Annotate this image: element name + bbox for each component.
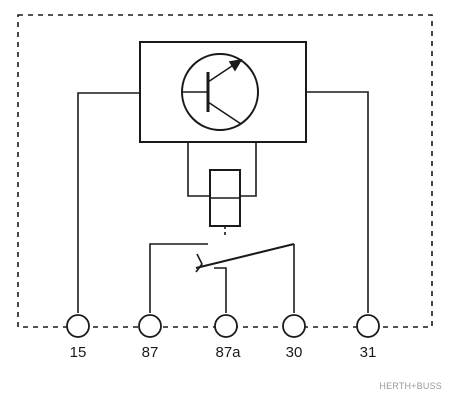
terminal-30-pin — [282, 314, 306, 338]
terminal-87-label: 87 — [142, 344, 159, 361]
wire-terminal-31 — [306, 91, 369, 313]
terminal-87a-label: 87a — [215, 344, 241, 361]
watermark-text: HERTH+BUSS — [379, 381, 442, 391]
relay-coil-icon — [187, 141, 257, 238]
electronics-module-box — [139, 41, 307, 143]
brand-watermark: HERTH+BUSS — [379, 381, 442, 391]
terminal-87a-pin — [214, 314, 238, 338]
terminal-30-label: 30 — [286, 344, 303, 361]
changeover-contact-icon — [149, 243, 295, 313]
terminal-87-pin — [138, 314, 162, 338]
wire-terminal-15 — [77, 92, 140, 313]
terminal-15-label: 15 — [70, 344, 87, 361]
terminal-31-pin — [356, 314, 380, 338]
transistor-icon — [181, 53, 259, 131]
terminal-31-label: 31 — [360, 344, 377, 361]
terminal-15-pin — [66, 314, 90, 338]
